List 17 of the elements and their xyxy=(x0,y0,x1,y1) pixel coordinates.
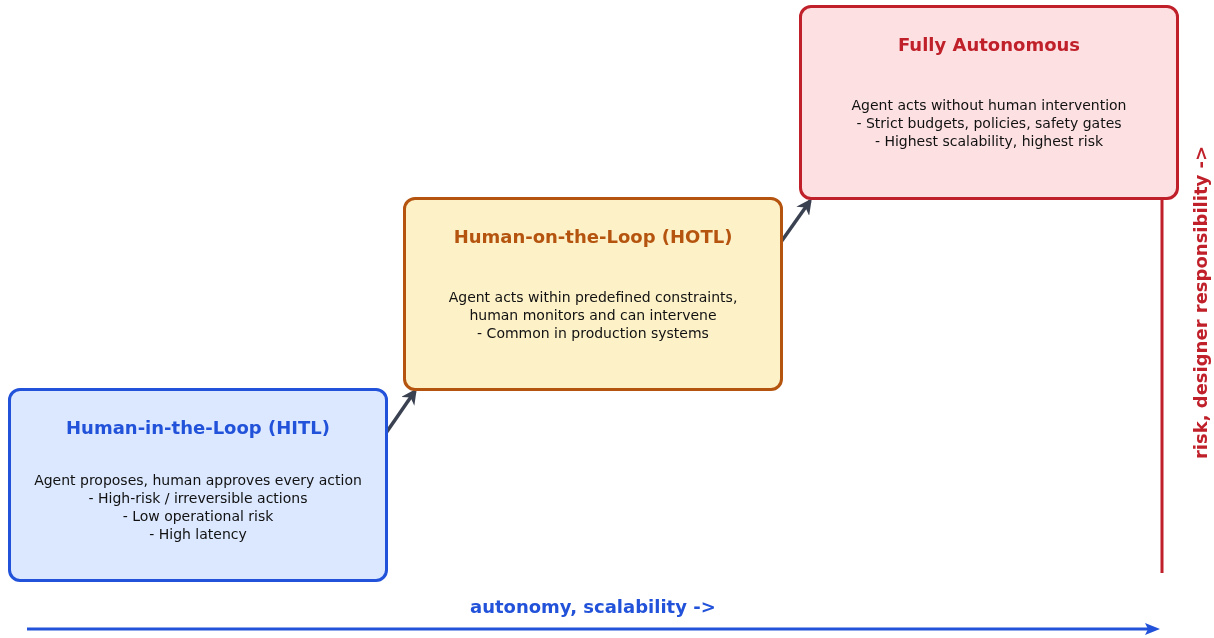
box-heading: Fully Autonomous xyxy=(896,34,1082,55)
process-box xyxy=(403,197,783,391)
box-text: - Strict budgets, policies, safety gates xyxy=(856,114,1122,132)
box-heading: Human-on-the-Loop (HOTL) xyxy=(452,226,734,247)
box-text: - High latency xyxy=(149,525,247,543)
process-box xyxy=(8,388,388,582)
box-text: Agent proposes, human approves every action xyxy=(34,471,362,489)
axis-label: autonomy, scalability -> xyxy=(470,595,716,617)
box-text: Agent acts within predefined constraints, human monitors and can intervene xyxy=(447,288,739,324)
axis-label: risk, designer responsibility -> xyxy=(1189,145,1211,459)
box-text: Agent acts without human intervention xyxy=(851,96,1127,114)
box-heading: Human-in-the-Loop (HITL) xyxy=(65,417,331,438)
box-text: - Low operational risk xyxy=(122,507,274,525)
box-text: - High-risk / irreversible actions xyxy=(88,489,308,507)
process-box xyxy=(799,5,1179,200)
box-text: - Common in production systems xyxy=(477,324,709,342)
box-text: - Highest scalability, highest risk xyxy=(874,132,1104,150)
